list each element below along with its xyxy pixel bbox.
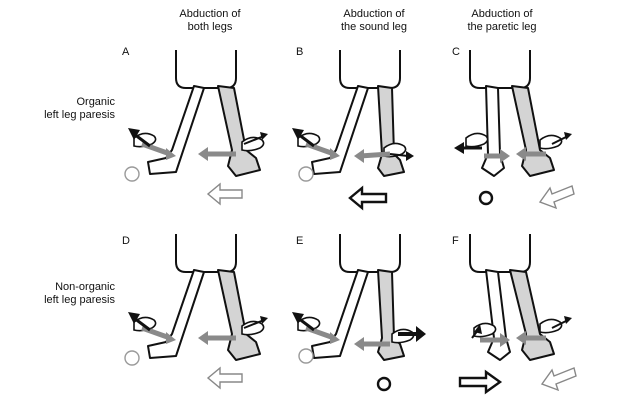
- panel-c: [454, 49, 575, 210]
- panel-label-f: F: [452, 235, 459, 247]
- row-heading-organic: Organic left leg paresis: [44, 96, 115, 121]
- column-heading-both-legs: Abduction of both legs: [179, 8, 241, 33]
- panel-f: [458, 233, 577, 395]
- panel-d: [124, 233, 268, 390]
- column-heading-paretic-leg: Abduction of the paretic leg: [467, 8, 537, 33]
- panel-label-b: B: [296, 46, 304, 58]
- column-heading-sound-leg: Abduction of the sound leg: [340, 8, 408, 33]
- panel-a: [124, 49, 268, 206]
- panel-label-d: D: [122, 235, 130, 247]
- panel-label-c: C: [452, 46, 460, 58]
- panel-e: [292, 233, 426, 392]
- row-heading-non-organic: Non-organic left leg paresis: [44, 281, 115, 306]
- panel-b: [292, 49, 414, 211]
- panel-label-a: A: [122, 46, 130, 58]
- panel-label-e: E: [296, 235, 304, 247]
